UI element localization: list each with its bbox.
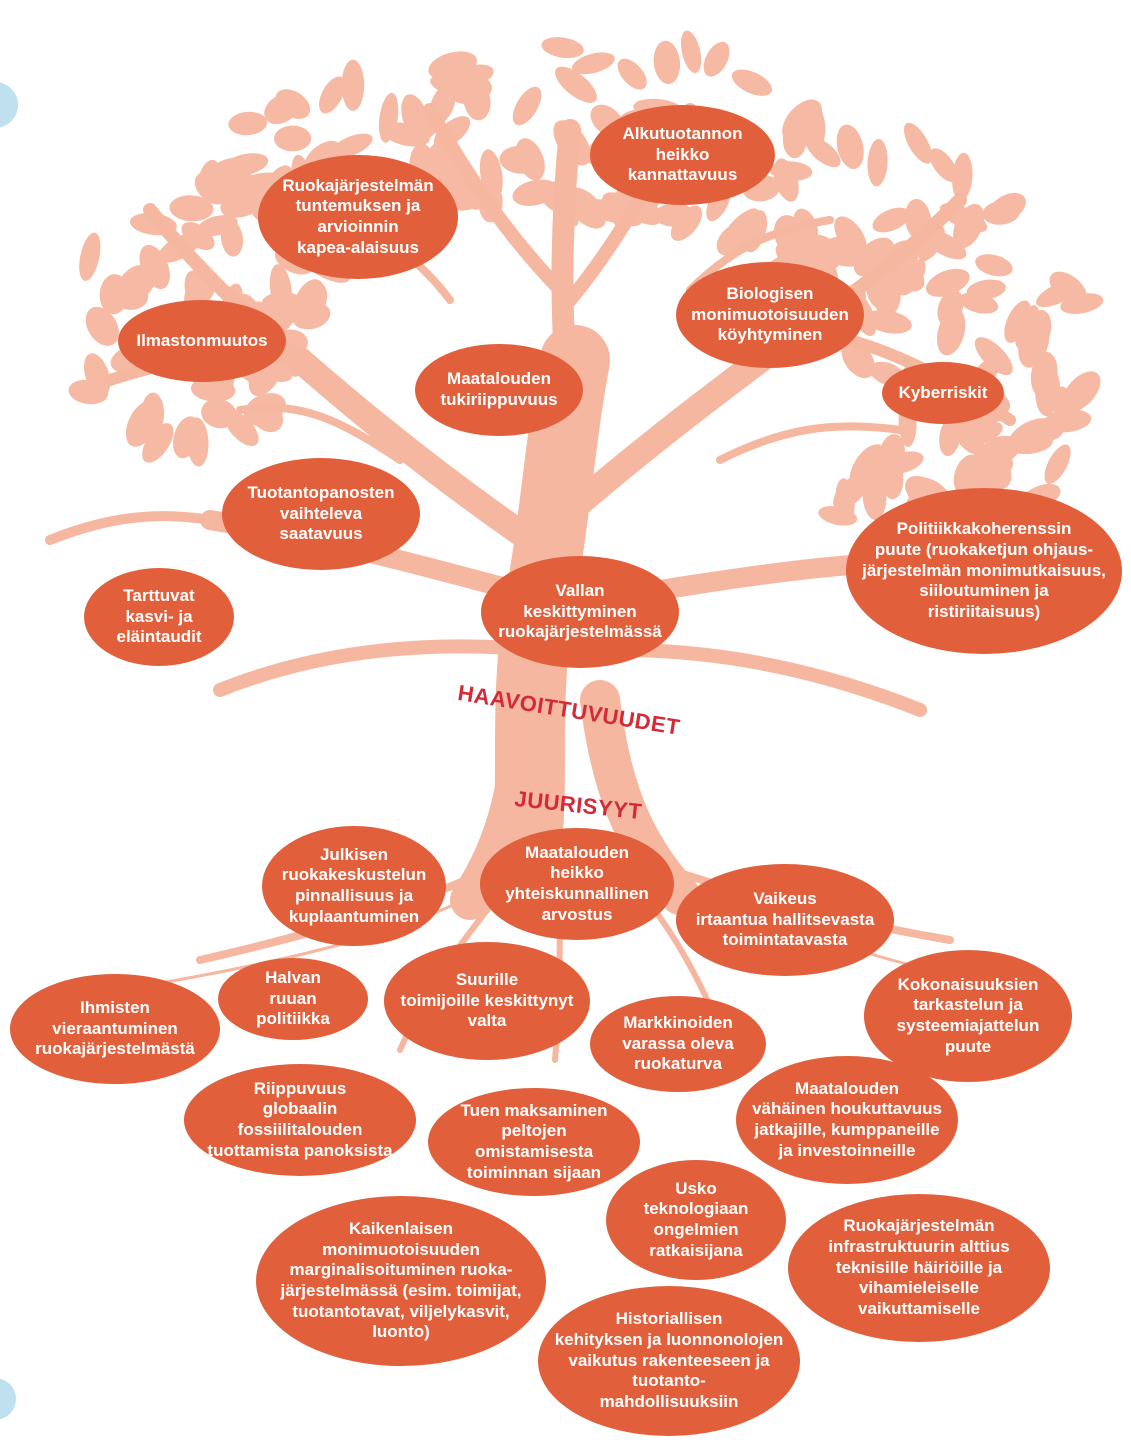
leaf [142,423,174,463]
root-cause-node: Julkisen ruokakeskustelun pinnallisuus j… [262,826,446,946]
leaf [865,310,912,334]
leaf [670,205,703,241]
leaf [731,69,772,96]
leaf [186,417,209,467]
leaf [1044,444,1071,484]
leaf [862,469,887,521]
leaf [1015,305,1040,349]
leaf [264,93,299,125]
leaf [952,152,973,201]
leaf [1004,300,1032,343]
root-cause-node: Suurille toimijoille keskittynyt valta [384,942,590,1060]
leaf [903,122,933,164]
leaf [653,40,681,85]
leaf [169,195,214,222]
leaf [211,157,253,179]
leaf [722,208,759,247]
leaf [1008,418,1056,452]
leaf [541,37,584,59]
vulnerability-node: Maatalouden tukiriippuvuus [415,344,583,436]
leaf [975,254,1013,277]
root-cause-node: Riippuvuus globaalin fossiilitalouden tu… [184,1064,416,1176]
leaf [555,66,597,103]
leaf [798,101,826,151]
root-cause-node: Usko teknologiaan ongelmien ratkaisijana [606,1160,786,1280]
vulnerability-node: Alkutuotannon heikko kannattavuus [590,105,775,205]
vulnerability-node: Tuotantopanosten vaihteleva saatavuus [222,458,420,570]
leaf [958,292,999,314]
root-cause-node: Ihmisten vieraantuminen ruokajärjestelmä… [10,974,220,1084]
root-cause-node: Halvan ruuan politiikka [218,958,368,1040]
leaf [584,199,632,224]
leaf [181,222,215,251]
leaf [269,264,293,315]
vulnerability-node: Politiikkakoherenssin puute (ruokaketjun… [846,488,1122,654]
vulnerability-node: Biologisen monimuotoisuuden köyhtyminen [676,262,864,368]
leaf [512,179,558,206]
leaf [201,398,237,429]
leaf [515,138,545,181]
leaf [703,41,730,77]
root-cause-node: Ruokajärjestelmän infrastruktuurin altti… [788,1194,1050,1342]
leaf [274,125,312,152]
leaf [982,200,1020,225]
leaf [680,30,702,74]
leaf [319,76,346,114]
leaf [118,265,149,295]
leaf [617,58,647,90]
leaf [228,111,268,136]
leaf [1036,279,1081,308]
leaf [194,171,230,205]
root-cause-node: Markkinoiden varassa oleva ruokaturva [590,996,766,1092]
vulnerability-node: Ruokajärjestelmän tuntemuksen ja arvioin… [258,155,458,279]
vulnerability-node: Vallan keskittyminen ruokajärjestelmässä [481,556,679,668]
root-cause-node: Kaikenlaisen monimuotoisuuden marginalis… [256,1196,546,1366]
leaf [937,289,964,326]
leaf [872,207,911,233]
leaf [341,59,365,111]
leaf [806,136,841,168]
vulnerability-node: Kyberriskit [882,362,1004,424]
leaf [881,460,904,500]
leaf [929,148,958,183]
leaf [572,52,615,75]
leaf [918,225,945,262]
leaf [834,216,867,256]
root-cause-node: Maatalouden heikko yhteiskunnallinen arv… [480,828,674,940]
root-cause-node: Historiallisen kehityksen ja luonnonoloj… [538,1286,800,1436]
leaf [297,280,328,318]
root-cause-node: Tuen maksaminen peltojen omistamisesta t… [428,1088,640,1196]
root-cause-node: Kokonaisuuksien tarkastelun ja systeemia… [864,950,1072,1082]
leaf [836,124,864,170]
leaf [68,379,109,405]
leaf [1062,371,1101,412]
vulnerability-node: Tarttuvat kasvi- ja eläintaudit [84,568,234,666]
edge-decoration-top [0,82,18,128]
vulnerability-node: Ilmastonmuutos [118,300,286,382]
root-cause-node: Maatalouden vähäinen houkuttavuus jatkaj… [736,1056,958,1184]
leaf [184,270,207,309]
leaf [973,446,1014,476]
leaf [85,306,119,346]
root-cause-node: Vaikeus irtaantua hallitsevasta toiminta… [676,864,894,976]
edge-decoration-bottom [0,1378,16,1420]
leaf [512,86,542,126]
leaf [140,392,165,438]
leaf [833,474,869,510]
leaf [867,139,888,187]
leaf [925,268,970,297]
leaf [1052,386,1073,423]
leaf [896,259,926,296]
leaf [654,202,694,227]
leaf [378,92,399,143]
leaf [769,161,813,181]
leaf [79,232,101,281]
